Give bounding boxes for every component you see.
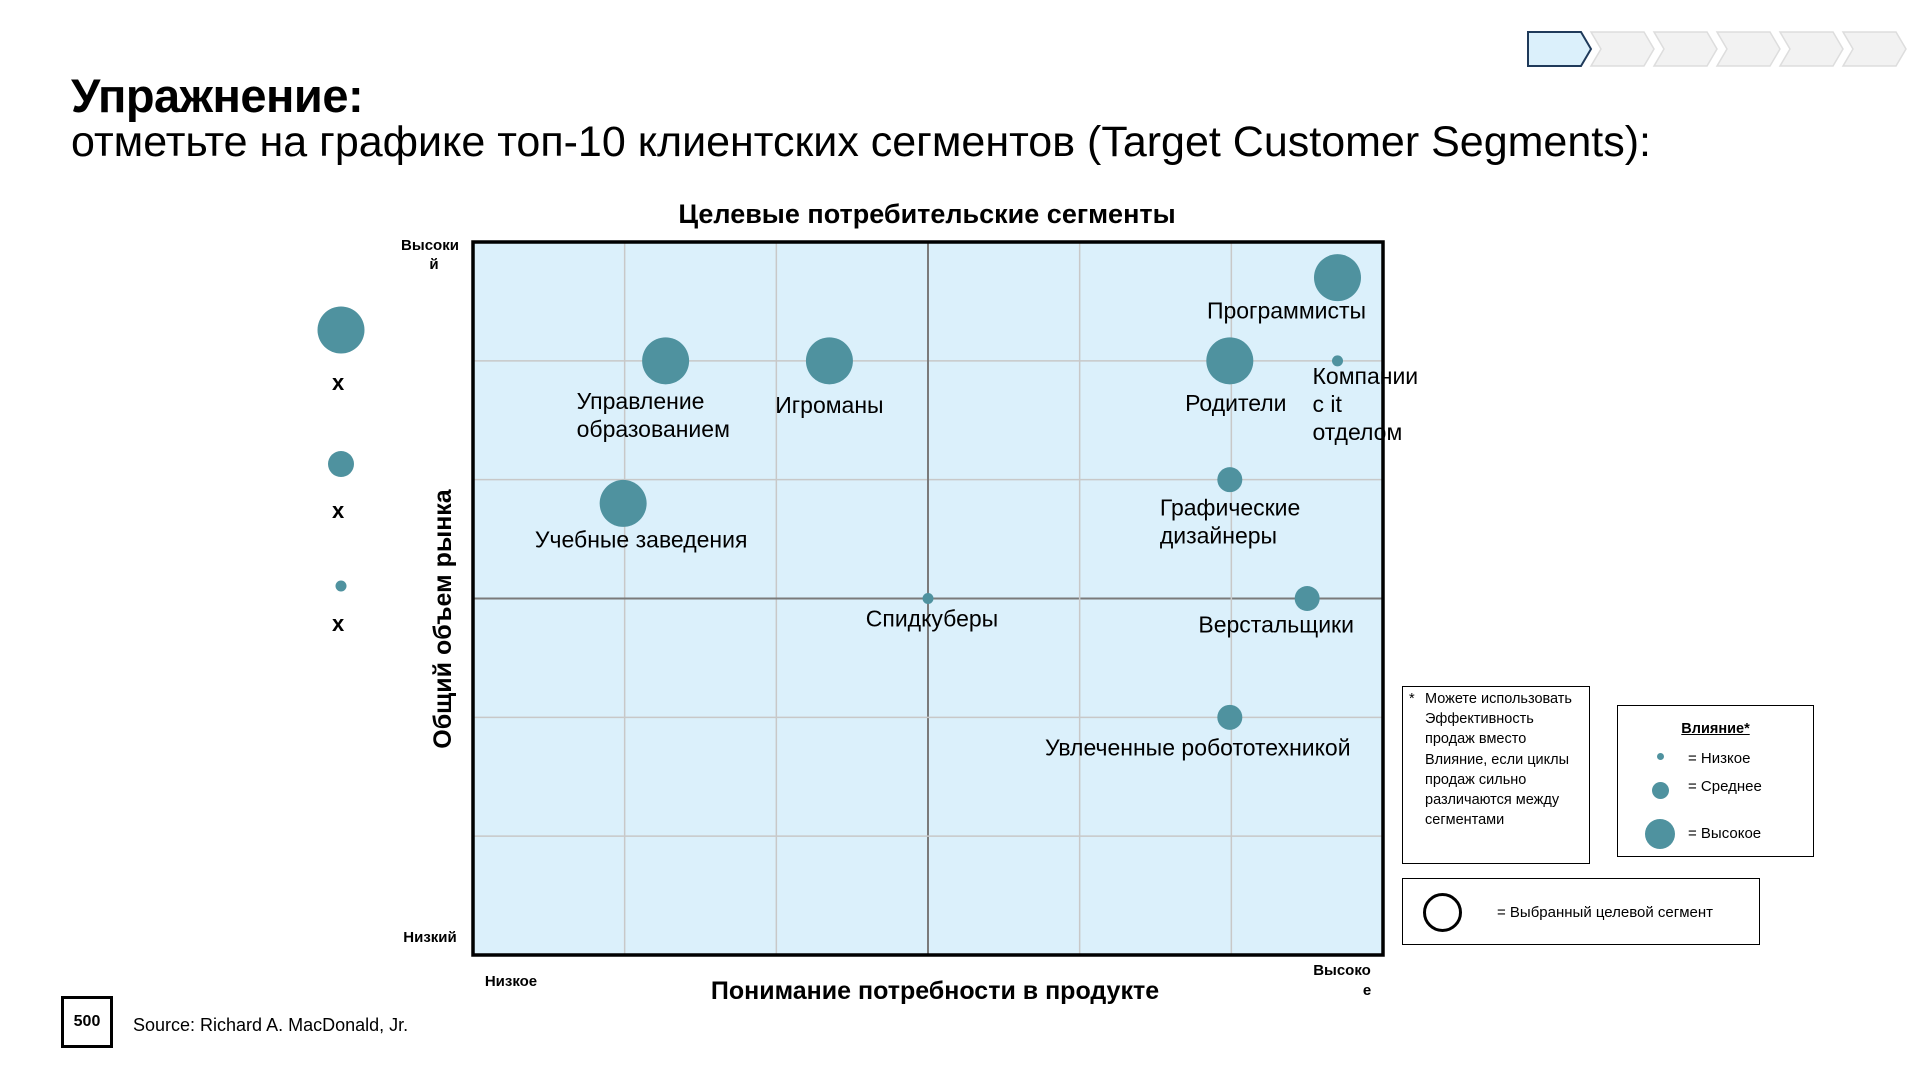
selected-segment-text: = Выбранный целевой сегмент [1497,904,1714,921]
data-point [805,337,853,385]
point-label: Верстальщики [1198,612,1354,638]
data-point [599,479,647,527]
progress-step [1715,31,1781,67]
influence-medium-dot [1652,782,1669,799]
progress-step [1652,31,1718,67]
data-points [599,254,1361,730]
y-low-label: Низкий [403,929,456,946]
legend-x-mark-medium: x [332,498,345,523]
progress-step [1527,31,1593,67]
source-text: Source: Richard A. MacDonald, Jr. [133,1015,409,1035]
data-point [922,593,934,604]
data-point [1206,337,1254,385]
data-point [1217,467,1243,493]
point-label: Увлеченные робототехникой [1045,734,1351,760]
influence-low-dot [1657,753,1664,760]
note-star: * [1409,691,1415,707]
data-point [1294,586,1320,611]
point-label: Учебные заведения [535,526,748,552]
legend-x-mark-small: x [332,611,345,636]
influence-low-label: = Низкое [1688,750,1751,767]
influence-high-label: = Высокое [1688,825,1762,842]
legend-large-dot [317,306,365,354]
y-axis-title: Общий объем рынка [429,488,457,749]
point-label: Программисты [1207,298,1366,324]
data-point [642,337,690,385]
legend-x-mark-large: x [332,370,345,395]
data-point [1314,254,1361,302]
progress-step [1841,31,1907,67]
note-text: Можете использовать Эффективность продаж… [1425,691,1572,829]
influence-legend: Влияние* = Низкое = Среднее = Высокое [1617,705,1814,857]
influence-medium-label: = Среднее [1688,778,1762,795]
selected-circle-icon [1423,893,1462,932]
chart-title: Целевые потребительские сегменты [678,199,1175,229]
point-label: Игроманы [775,392,883,418]
progress-chevrons [1527,31,1907,67]
x-low-label: Низкое [485,973,537,990]
brand-logo: 500 [61,996,113,1048]
influence-high-dot [1645,819,1675,849]
page-title: Упражнение: [71,69,364,122]
progress-step [1778,31,1844,67]
influence-legend-title: Влияние* [1681,721,1750,737]
page-subtitle: отметьте на графике топ-10 клиентских се… [71,118,1651,166]
point-label: Спидкуберы [866,606,998,632]
data-point [1217,704,1243,730]
selected-segment-legend: = Выбранный целевой сегмент [1402,878,1760,945]
progress-step [1589,31,1655,67]
legend-medium-dot [328,451,354,477]
legend-small-dot [335,580,347,592]
note-box: * Можете использовать Эффективность прод… [1402,686,1590,864]
plot-border [471,240,1385,957]
data-point [1332,355,1343,367]
point-label: Родители [1185,390,1286,416]
x-axis-title: Понимание потребности в продукте [711,977,1159,1005]
